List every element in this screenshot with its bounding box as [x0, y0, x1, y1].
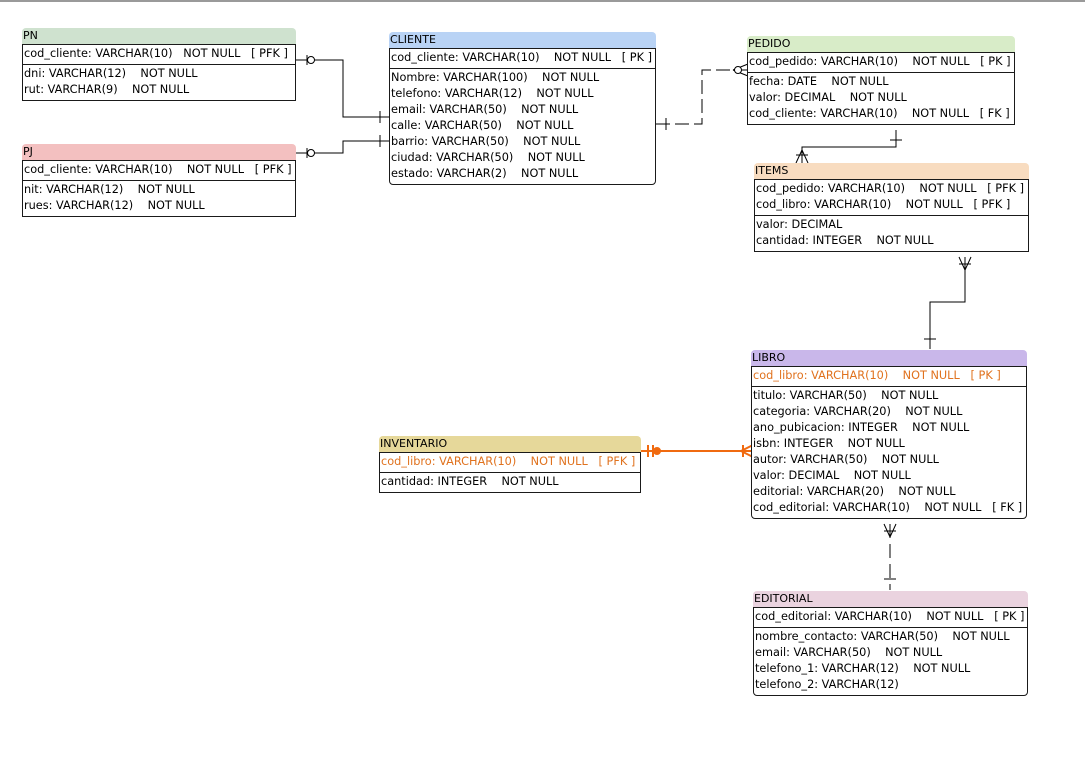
- entity-inventario[interactable]: INVENTARIO cod_libro: VARCHAR(10) NOT NU…: [379, 436, 641, 493]
- entity-pj[interactable]: PJ cod_cliente: VARCHAR(10) NOT NULL [ P…: [22, 144, 296, 217]
- attribute[interactable]: valor: DECIMAL NOT NULL: [753, 469, 911, 482]
- entity-libro[interactable]: LIBRO cod_libro: VARCHAR(10) NOT NULL [ …: [751, 350, 1027, 519]
- key-attribute[interactable]: cod_cliente: VARCHAR(10) NOT NULL [ PFK …: [24, 163, 292, 176]
- entity-body: cod_pedido: VARCHAR(10) NOT NULL [ PFK ]…: [754, 179, 1029, 252]
- entity-pn[interactable]: PN cod_cliente: VARCHAR(10) NOT NULL [ P…: [22, 28, 296, 101]
- attribute[interactable]: categoria: VARCHAR(20) NOT NULL: [753, 405, 963, 418]
- entity-title: PEDIDO: [748, 37, 791, 50]
- attribute[interactable]: rut: VARCHAR(9) NOT NULL: [24, 83, 190, 96]
- attribute[interactable]: valor: DECIMAL: [756, 218, 843, 231]
- entity-body: cod_pedido: VARCHAR(10) NOT NULL [ PK ] …: [747, 52, 1015, 125]
- entity-header[interactable]: EDITORIAL: [753, 591, 1028, 607]
- attribute[interactable]: cantidad: INTEGER NOT NULL: [381, 475, 559, 488]
- attribute[interactable]: email: VARCHAR(50) NOT NULL: [755, 646, 943, 659]
- entity-title: INVENTARIO: [380, 437, 448, 450]
- entity-body: cod_libro: VARCHAR(10) NOT NULL [ PK ] t…: [751, 366, 1027, 519]
- attribute[interactable]: email: VARCHAR(50) NOT NULL: [391, 103, 579, 116]
- relationship-pedido-items[interactable]: [795, 130, 902, 164]
- attribute[interactable]: cod_cliente: VARCHAR(10) NOT NULL [ FK ]: [749, 107, 1010, 120]
- attribute[interactable]: titulo: VARCHAR(50) NOT NULL: [753, 389, 939, 402]
- attribute[interactable]: dni: VARCHAR(12) NOT NULL: [24, 67, 198, 80]
- attribute[interactable]: estado: VARCHAR(2) NOT NULL: [391, 167, 579, 180]
- attribute[interactable]: Nombre: VARCHAR(100) NOT NULL: [391, 71, 600, 84]
- attribute[interactable]: rues: VARCHAR(12) NOT NULL: [24, 199, 205, 212]
- attribute[interactable]: cantidad: INTEGER NOT NULL: [756, 234, 934, 247]
- attribute[interactable]: autor: VARCHAR(50) NOT NULL: [753, 453, 939, 466]
- entity-header[interactable]: CLIENTE: [389, 32, 656, 48]
- attribute[interactable]: ciudad: VARCHAR(50) NOT NULL: [391, 151, 585, 164]
- entity-editorial[interactable]: EDITORIAL cod_editorial: VARCHAR(10) NOT…: [753, 591, 1028, 696]
- entity-title: ITEMS: [755, 164, 789, 177]
- key-attribute[interactable]: cod_pedido: VARCHAR(10) NOT NULL [ PK ]: [749, 55, 1011, 68]
- attribute-section: valor: DECIMAL cantidad: INTEGER NOT NUL…: [755, 216, 1028, 251]
- attribute-section: titulo: VARCHAR(50) NOT NULL categoria: …: [752, 387, 1026, 518]
- attribute-section: cantidad: INTEGER NOT NULL: [380, 473, 640, 492]
- entity-body: cod_editorial: VARCHAR(10) NOT NULL [ PK…: [753, 607, 1028, 696]
- key-section: cod_libro: VARCHAR(10) NOT NULL [ PFK ]: [380, 453, 640, 473]
- relationship-cliente-pj[interactable]: [296, 135, 392, 158]
- key-section: cod_cliente: VARCHAR(10) NOT NULL [ PFK …: [23, 161, 295, 181]
- attribute[interactable]: valor: DECIMAL NOT NULL: [749, 91, 907, 104]
- attribute[interactable]: fecha: DATE NOT NULL: [749, 75, 889, 88]
- entity-header[interactable]: PEDIDO: [747, 36, 1015, 52]
- entity-cliente[interactable]: CLIENTE cod_cliente: VARCHAR(10) NOT NUL…: [389, 32, 656, 185]
- attribute[interactable]: telefono_1: VARCHAR(12) NOT NULL: [755, 662, 971, 675]
- attribute-section: Nombre: VARCHAR(100) NOT NULL telefono: …: [390, 69, 655, 184]
- attribute[interactable]: isbn: INTEGER NOT NULL: [753, 437, 905, 450]
- entity-header[interactable]: PJ: [22, 144, 296, 160]
- attribute[interactable]: editorial: VARCHAR(20) NOT NULL: [753, 485, 956, 498]
- entity-body: cod_cliente: VARCHAR(10) NOT NULL [ PFK …: [22, 44, 296, 101]
- attribute-section: nit: VARCHAR(12) NOT NULL rues: VARCHAR(…: [23, 181, 295, 216]
- attribute-section: fecha: DATE NOT NULL valor: DECIMAL NOT …: [748, 73, 1014, 124]
- attribute[interactable]: calle: VARCHAR(50) NOT NULL: [391, 119, 574, 132]
- window-top-border: [0, 0, 1085, 2]
- key-section: cod_libro: VARCHAR(10) NOT NULL [ PK ]: [752, 367, 1026, 387]
- key-attribute[interactable]: cod_pedido: VARCHAR(10) NOT NULL [ PFK ]: [756, 182, 1025, 195]
- attribute[interactable]: telefono_2: VARCHAR(12): [755, 678, 899, 691]
- attribute[interactable]: ano_pubicacion: INTEGER NOT NULL: [753, 421, 970, 434]
- entity-body: cod_cliente: VARCHAR(10) NOT NULL [ PFK …: [22, 160, 296, 217]
- entity-header[interactable]: INVENTARIO: [379, 436, 641, 452]
- key-attribute[interactable]: cod_editorial: VARCHAR(10) NOT NULL [ PK…: [755, 610, 1025, 623]
- relationship-libro-items[interactable]: [924, 256, 972, 349]
- entity-title: EDITORIAL: [754, 592, 813, 605]
- entity-header[interactable]: LIBRO: [751, 350, 1027, 366]
- relationship-cliente-pedido[interactable]: [656, 63, 749, 130]
- attribute-section: dni: VARCHAR(12) NOT NULL rut: VARCHAR(9…: [23, 65, 295, 100]
- entity-header[interactable]: PN: [22, 28, 296, 44]
- relationship-cliente-pn[interactable]: [296, 55, 392, 123]
- attribute[interactable]: nombre_contacto: VARCHAR(50) NOT NULL: [755, 630, 1010, 643]
- entity-title: LIBRO: [752, 351, 786, 364]
- key-section: cod_pedido: VARCHAR(10) NOT NULL [ PK ]: [748, 53, 1014, 73]
- entity-title: CLIENTE: [390, 33, 436, 46]
- attribute[interactable]: telefono: VARCHAR(12) NOT NULL: [391, 87, 594, 100]
- key-attribute[interactable]: cod_libro: VARCHAR(10) NOT NULL [ PK ]: [753, 369, 1001, 382]
- entity-title: PJ: [23, 145, 33, 158]
- entity-body: cod_libro: VARCHAR(10) NOT NULL [ PFK ] …: [379, 452, 641, 493]
- key-section: cod_cliente: VARCHAR(10) NOT NULL [ PFK …: [23, 45, 295, 65]
- attribute[interactable]: cod_editorial: VARCHAR(10) NOT NULL [ FK…: [753, 501, 1023, 514]
- relationship-editorial-libro[interactable]: [883, 523, 897, 590]
- key-attribute[interactable]: cod_libro: VARCHAR(10) NOT NULL [ PFK ]: [756, 198, 1011, 211]
- attribute-section: nombre_contacto: VARCHAR(50) NOT NULL em…: [754, 628, 1027, 695]
- entity-pedido[interactable]: PEDIDO cod_pedido: VARCHAR(10) NOT NULL …: [747, 36, 1015, 125]
- entity-body: cod_cliente: VARCHAR(10) NOT NULL [ PK ]…: [389, 48, 656, 185]
- entity-title: PN: [23, 29, 38, 42]
- relationship-libro-inventario[interactable]: [641, 444, 754, 458]
- attribute[interactable]: nit: VARCHAR(12) NOT NULL: [24, 183, 195, 196]
- key-attribute[interactable]: cod_cliente: VARCHAR(10) NOT NULL [ PK ]: [391, 51, 652, 64]
- key-attribute[interactable]: cod_libro: VARCHAR(10) NOT NULL [ PFK ]: [381, 455, 636, 468]
- key-attribute[interactable]: cod_cliente: VARCHAR(10) NOT NULL [ PFK …: [24, 47, 288, 60]
- key-section: cod_cliente: VARCHAR(10) NOT NULL [ PK ]: [390, 49, 655, 69]
- key-section: cod_pedido: VARCHAR(10) NOT NULL [ PFK ]…: [755, 180, 1028, 216]
- entity-items[interactable]: ITEMS cod_pedido: VARCHAR(10) NOT NULL […: [754, 163, 1029, 252]
- key-section: cod_editorial: VARCHAR(10) NOT NULL [ PK…: [754, 608, 1027, 628]
- attribute[interactable]: barrio: VARCHAR(50) NOT NULL: [391, 135, 581, 148]
- entity-header[interactable]: ITEMS: [754, 163, 1029, 179]
